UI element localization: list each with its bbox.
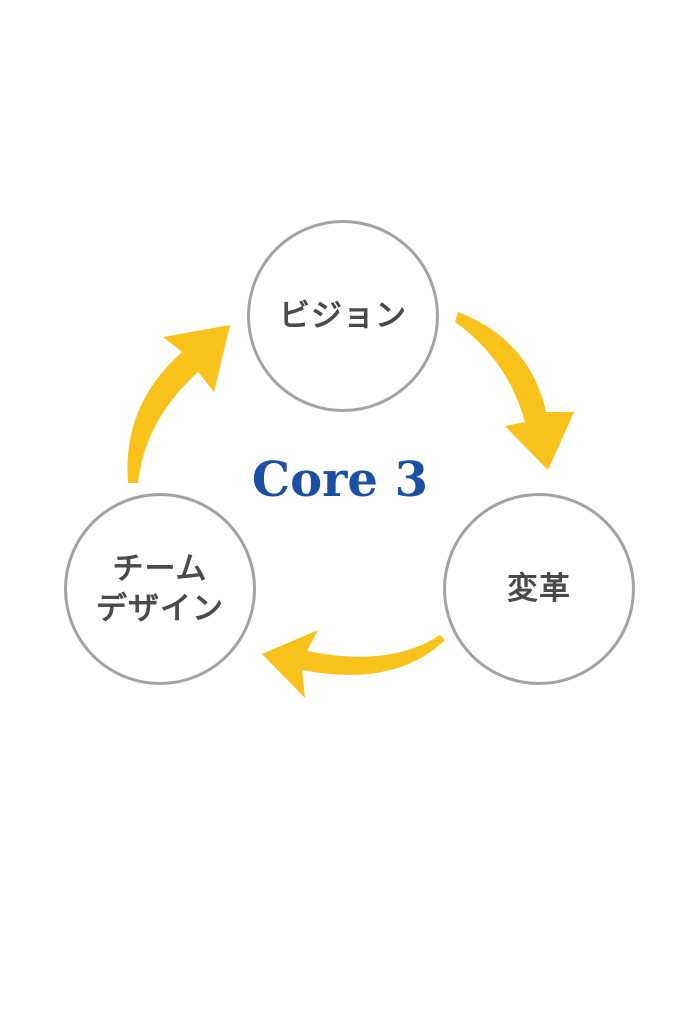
node-team-design: チーム デザイン xyxy=(64,493,256,685)
node-change-label: 変革 xyxy=(507,570,571,607)
node-vision: ビジョン xyxy=(247,220,439,412)
arrow-vision-to-change xyxy=(455,312,574,470)
node-team-design-label-line1: チーム xyxy=(112,550,208,587)
node-vision-label: ビジョン xyxy=(279,297,407,334)
node-change: 変革 xyxy=(443,493,635,685)
arrow-change-to-team xyxy=(262,630,445,698)
arrow-team-to-vision xyxy=(127,325,230,483)
node-team-design-label: チーム デザイン xyxy=(96,549,224,630)
center-title: Core 3 xyxy=(251,452,429,508)
node-team-design-label-line2: デザイン xyxy=(96,591,224,627)
